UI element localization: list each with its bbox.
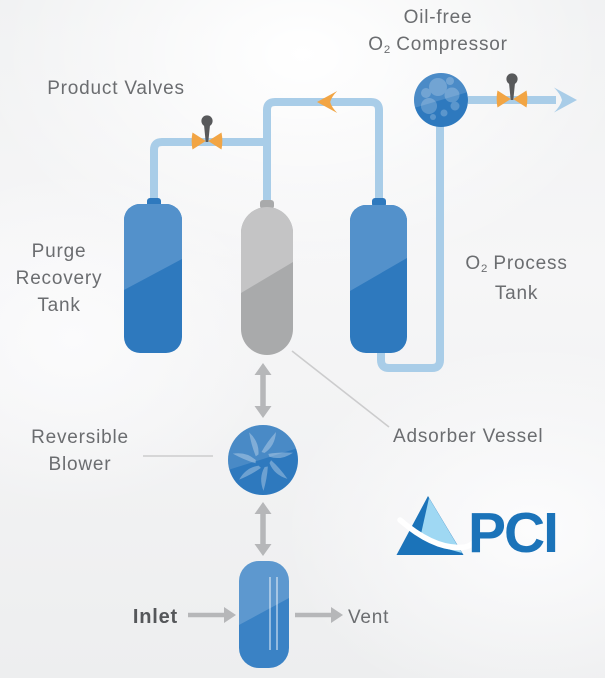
pci-logo-text: PCI bbox=[468, 501, 559, 565]
process-tank-nub bbox=[372, 198, 386, 207]
oil-free-compressor-label: Oil-free O2 Compressor bbox=[338, 4, 538, 61]
outlet-arrow-icon bbox=[554, 87, 577, 113]
o2-process-tank-label: O2 Process Tank bbox=[465, 253, 568, 304]
o2-process-tank-vessel bbox=[350, 205, 407, 353]
blower-swirl bbox=[232, 432, 293, 491]
vent-arrow-icon bbox=[295, 607, 343, 623]
oil-free-line1: Oil-free bbox=[403, 7, 473, 28]
process-tank-return-pipe bbox=[377, 126, 444, 372]
logo-swoosh bbox=[397, 517, 476, 551]
product-valves-label: Product Valves bbox=[47, 78, 185, 99]
compressor-icon bbox=[414, 73, 468, 127]
pci-logo-mark bbox=[396, 496, 476, 555]
adsorber-vessel-label: Adsorber Vessel bbox=[393, 426, 544, 447]
inlet-vessel bbox=[239, 561, 289, 668]
inlet-label: Inlet bbox=[132, 606, 178, 628]
inlet-arrow-icon bbox=[188, 607, 236, 623]
purge-recovery-tank-vessel bbox=[124, 204, 182, 353]
purge-tank-pipe bbox=[150, 138, 267, 206]
blower-icon bbox=[228, 425, 298, 495]
adsorber-leader-line bbox=[291, 350, 390, 428]
flow-arrows bbox=[188, 363, 343, 623]
adsorber-nub bbox=[260, 200, 274, 209]
blower-inlet-double-arrow-icon bbox=[254, 502, 272, 556]
oil-free-line2: O2 Compressor bbox=[368, 34, 508, 56]
adsorber-blower-double-arrow-icon bbox=[254, 363, 272, 418]
reversible-blower-label: Reversible Blower bbox=[31, 427, 129, 475]
adsorber-manifold-pipe bbox=[263, 98, 383, 211]
adsorber-vessel bbox=[241, 207, 293, 355]
vent-label: Vent bbox=[348, 607, 390, 628]
purge-recovery-tank-label: Purge Recovery Tank bbox=[15, 241, 103, 316]
compressor-bubbles bbox=[421, 77, 460, 120]
